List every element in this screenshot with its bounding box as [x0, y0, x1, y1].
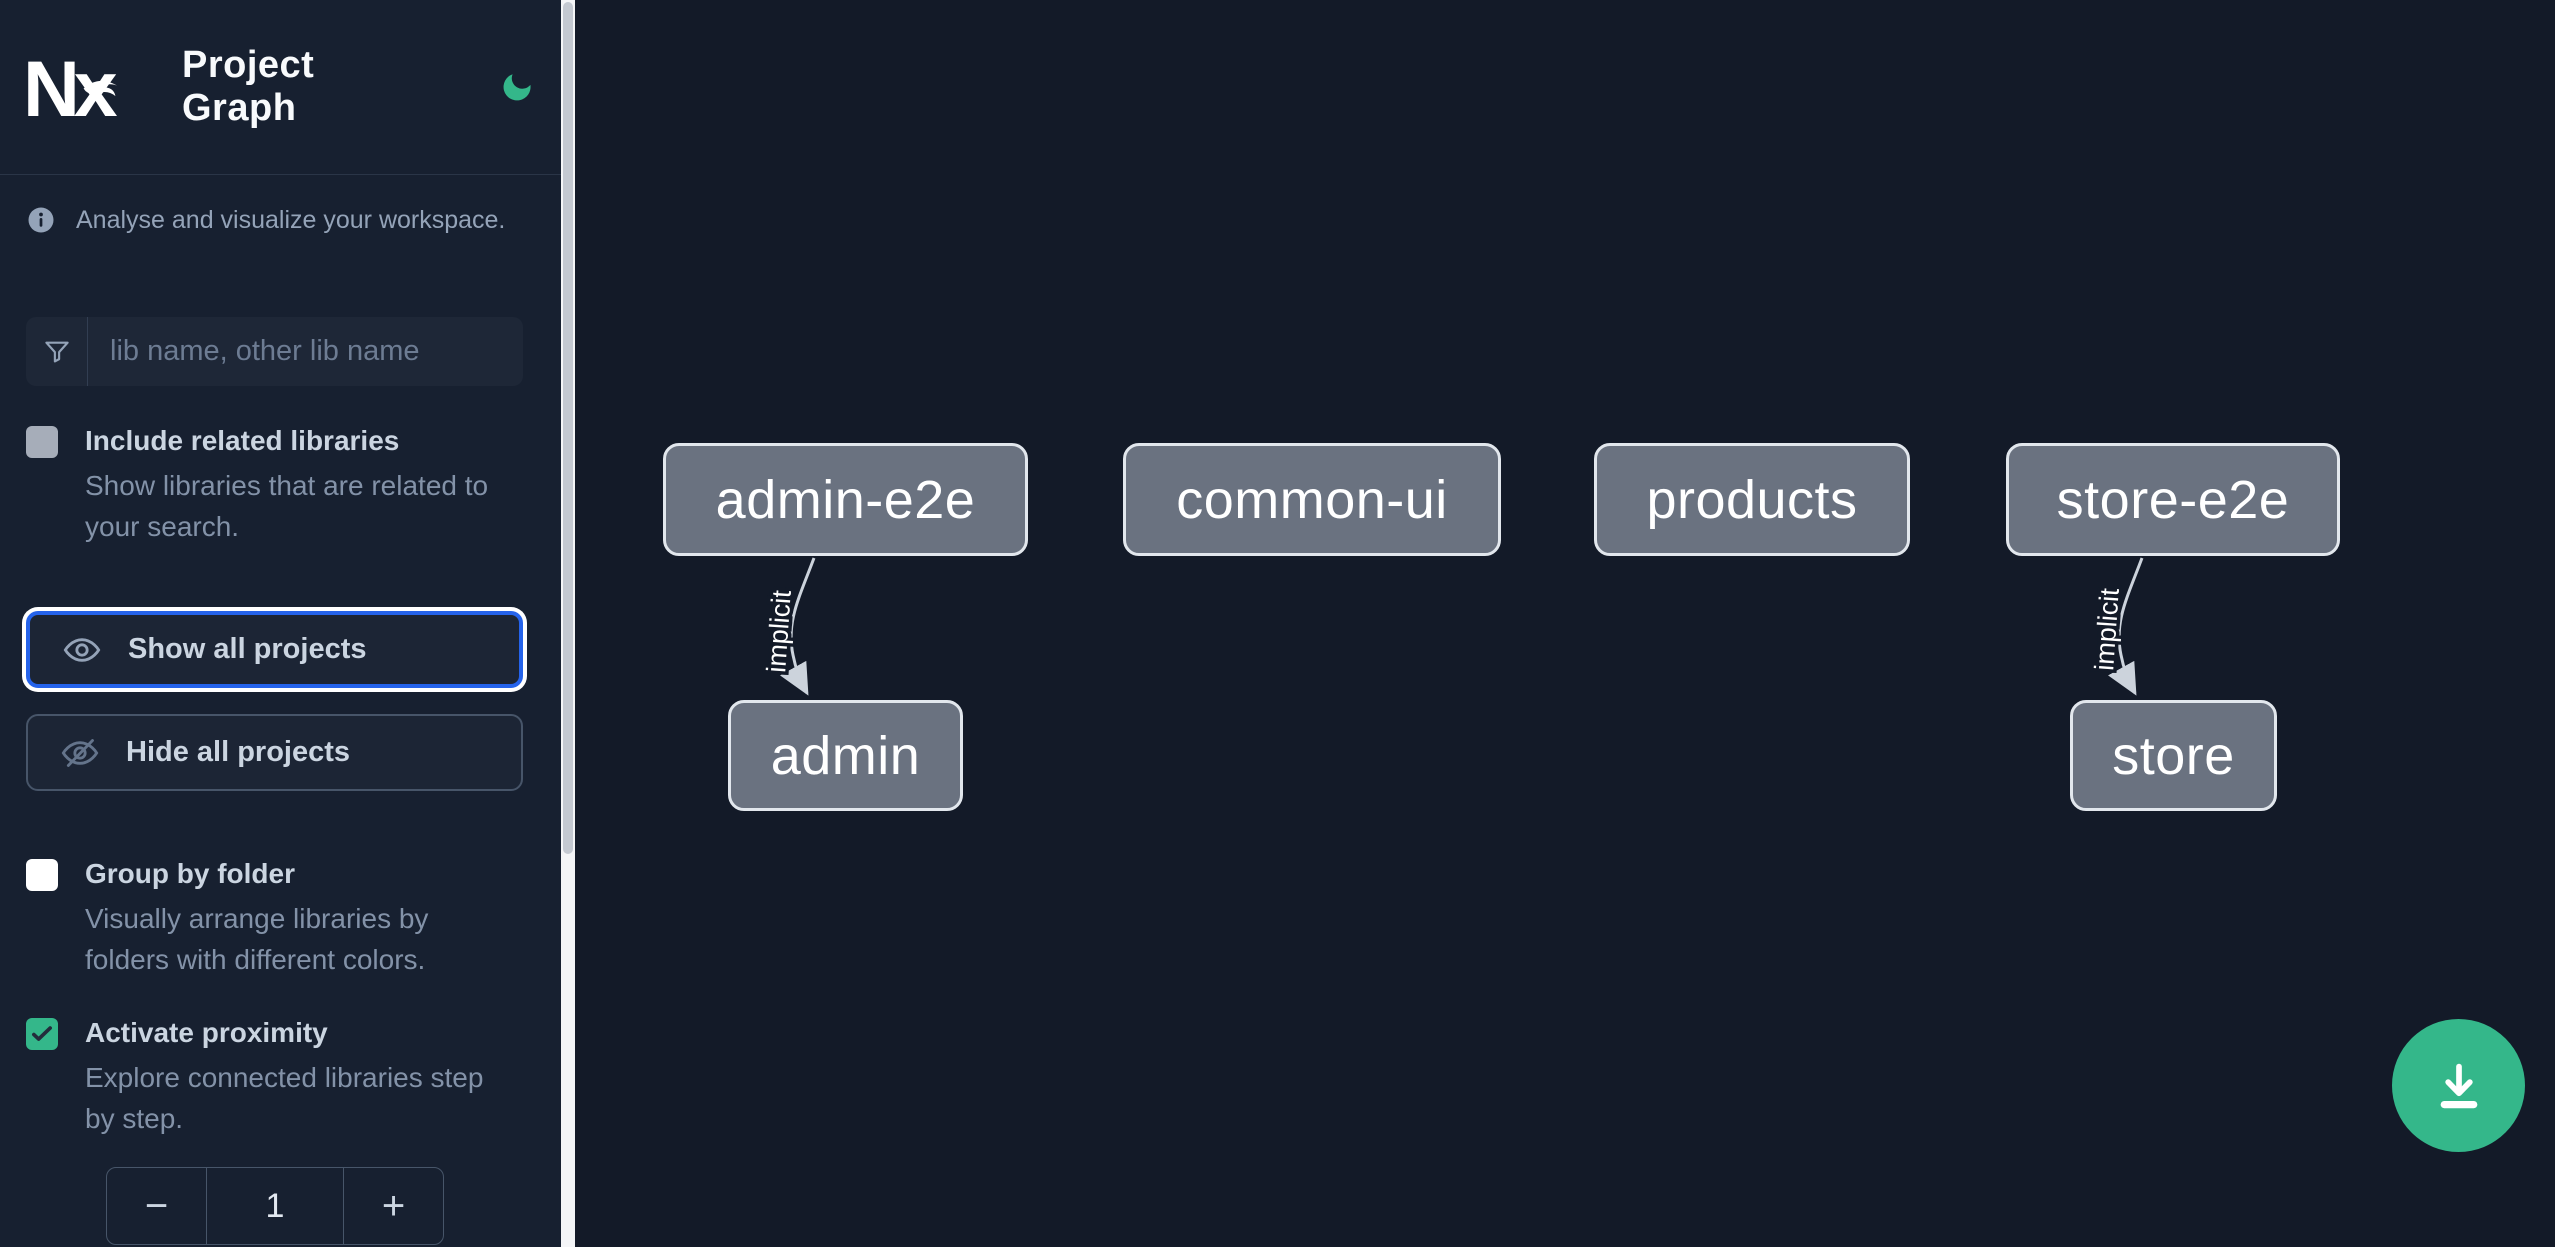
- moon-icon: [503, 74, 531, 101]
- hide-all-projects-label: Hide all projects: [126, 736, 351, 768]
- project-graph-canvas[interactable]: implicit implicit admin-e2e common-ui pr…: [575, 0, 2555, 1247]
- option-texts: Activate proximity Explore connected lib…: [85, 1016, 515, 1139]
- sidebar-content: Nx Project Graph Analyse and vis: [0, 0, 561, 1245]
- theme-toggle-button[interactable]: [499, 67, 535, 107]
- checkmark-icon: [32, 1026, 52, 1041]
- edge-admin-e2e-to-admin: implicit: [758, 557, 816, 696]
- show-all-projects-button[interactable]: Show all projects: [26, 611, 523, 688]
- funnel-filter-icon: [44, 341, 69, 362]
- filter-icon-cell: [26, 317, 88, 386]
- node-store[interactable]: store: [2070, 700, 2277, 811]
- proximity-depth-stepper: − 1 +: [106, 1167, 444, 1245]
- download-image-button[interactable]: [2392, 1019, 2525, 1152]
- nx-logo-icon: Nx: [26, 49, 124, 125]
- sidebar-scrollbar-thumb[interactable]: [563, 2, 573, 854]
- node-store-e2e[interactable]: store-e2e: [2006, 443, 2340, 556]
- graph-edges: implicit implicit: [758, 557, 2144, 696]
- option-include-related: Include related libraries Show libraries…: [26, 424, 521, 547]
- include-related-checkbox[interactable]: [26, 426, 58, 458]
- group-by-folder-checkbox[interactable]: [26, 859, 58, 891]
- eye-off-icon: [61, 738, 99, 767]
- sidebar: Nx Project Graph Analyse and vis: [0, 0, 575, 1247]
- option-group-by-folder: Group by folder Visually arrange librari…: [26, 857, 521, 980]
- hide-all-projects-button[interactable]: Hide all projects: [26, 714, 523, 791]
- option-description: Explore connected libraries step by step…: [85, 1062, 484, 1134]
- option-description: Visually arrange libraries by folders wi…: [85, 903, 429, 975]
- edge-store-e2e-to-store: implicit: [2086, 557, 2144, 696]
- show-all-projects-label: Show all projects: [128, 633, 367, 665]
- intro-row: Analyse and visualize your workspace.: [26, 205, 535, 235]
- eye-icon: [63, 637, 101, 662]
- svg-text:Nx: Nx: [26, 49, 118, 125]
- increment-button[interactable]: +: [343, 1168, 443, 1244]
- option-texts: Include related libraries Show libraries…: [85, 424, 515, 547]
- sidebar-scrollbar-track[interactable]: [561, 0, 575, 1247]
- node-admin-e2e[interactable]: admin-e2e: [663, 443, 1028, 556]
- download-icon: [2440, 1063, 2477, 1108]
- info-icon: [28, 207, 54, 233]
- option-activate-proximity: Activate proximity Explore connected lib…: [26, 1016, 521, 1139]
- nx-logo: Nx: [26, 49, 126, 125]
- option-label[interactable]: Activate proximity: [85, 1017, 328, 1048]
- decrement-button[interactable]: −: [107, 1168, 207, 1244]
- node-products[interactable]: products: [1594, 443, 1910, 556]
- search-box: [26, 317, 523, 386]
- option-label[interactable]: Include related libraries: [85, 425, 400, 456]
- option-label[interactable]: Group by folder: [85, 858, 295, 889]
- activate-proximity-checkbox[interactable]: [26, 1018, 58, 1050]
- edge-label-implicit: implicit: [2089, 587, 2125, 672]
- edge-label-implicit: implicit: [761, 589, 797, 674]
- option-texts: Group by folder Visually arrange librari…: [85, 857, 515, 980]
- sidebar-header: Nx Project Graph: [0, 0, 561, 175]
- node-admin[interactable]: admin: [728, 700, 963, 811]
- intro-text: Analyse and visualize your workspace.: [76, 205, 506, 234]
- page-title: Project Graph: [182, 44, 315, 129]
- node-common-ui[interactable]: common-ui: [1123, 443, 1501, 556]
- search-input[interactable]: [88, 317, 523, 386]
- option-description: Show libraries that are related to your …: [85, 470, 489, 542]
- proximity-depth-value: 1: [265, 1186, 285, 1225]
